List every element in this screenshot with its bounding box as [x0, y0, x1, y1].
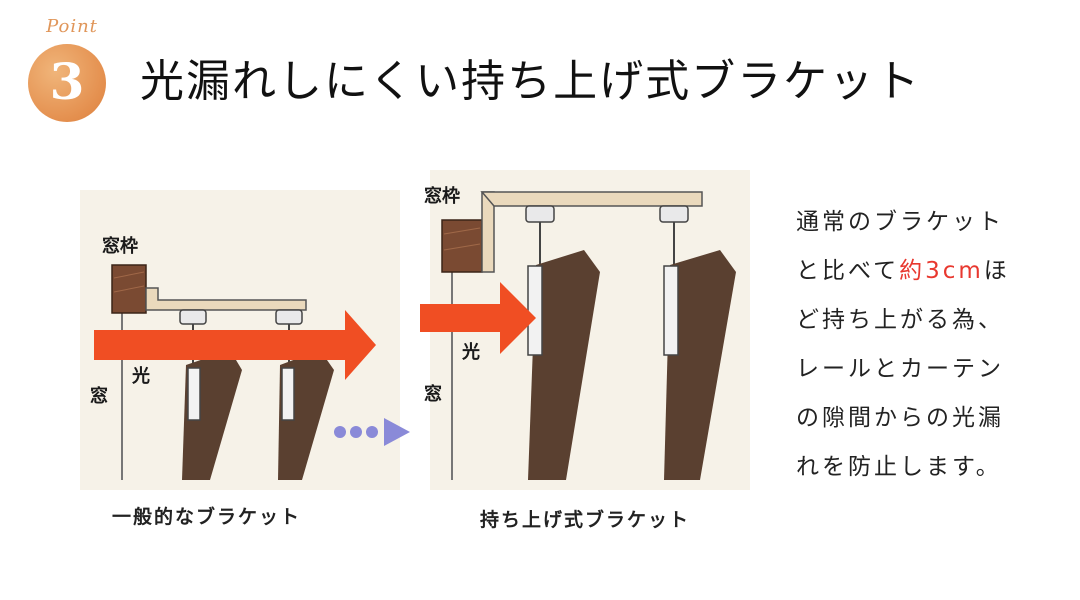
badge-circle [28, 44, 106, 122]
bracket-comparison-diagram: 窓枠 光 窓 [80, 170, 750, 490]
caption-standard-bracket: 一般的なブラケット [112, 506, 302, 528]
right-diagram: 窓枠 光 窓 [420, 185, 736, 480]
description-text-part: と比べて [796, 258, 900, 284]
right-frame-label: 窓枠 [424, 185, 460, 207]
caption-lifted-bracket: 持ち上げ式ブラケット [480, 509, 691, 531]
right-runner [659, 205, 689, 270]
badge-point-text: Point [46, 16, 98, 37]
description-text: 通常のブラケット と比べて約3cmほ ど持ち上がる為、 レールとカーテン の隙間… [796, 198, 1046, 492]
left-diagram: 窓枠 光 窓 [90, 235, 376, 480]
right-frame-grain [443, 227, 481, 235]
left-curtain-hook [281, 367, 295, 421]
description-line: れを防止します。 [796, 454, 1002, 480]
right-bracket [480, 191, 703, 207]
left-frame-grain [113, 285, 145, 293]
right-curtain-hook [527, 265, 543, 356]
transition-dots-arrow [334, 418, 410, 446]
description-line: と比べて約3cmほ [796, 247, 1046, 296]
highlight-3cm: 約3cm [899, 258, 984, 284]
left-light-arrow [94, 310, 376, 380]
left-frame-label: 窓枠 [102, 235, 138, 257]
page-title: 光漏れしにくい持ち上げ式ブラケット [140, 56, 922, 107]
right-curtain-panel [664, 250, 736, 480]
left-light-label: 光 [131, 365, 150, 387]
right-curtain-hook [663, 265, 679, 356]
point-badge: Point 3 [22, 14, 122, 126]
description-line: の隙間からの光漏 [796, 405, 1004, 431]
right-window-frame [441, 219, 483, 273]
right-light-label: 光 [461, 341, 480, 363]
right-window-label: 窓 [424, 383, 442, 405]
left-window-label: 窓 [90, 385, 108, 407]
right-light-arrow [420, 282, 536, 354]
description-line: 通常のブラケット [796, 209, 1004, 235]
right-curtain-panel [528, 250, 600, 480]
left-frame-grain [113, 271, 145, 279]
description-text-part: ほ [983, 258, 1010, 284]
left-curtain-hook [187, 367, 201, 421]
description-line: ど持ち上がる為、 [796, 307, 1004, 333]
badge-number: 3 [49, 52, 85, 111]
left-bracket [145, 287, 307, 311]
right-frame-grain [443, 243, 481, 251]
description-line: レールとカーテン [796, 356, 1004, 382]
right-runner [525, 205, 555, 270]
